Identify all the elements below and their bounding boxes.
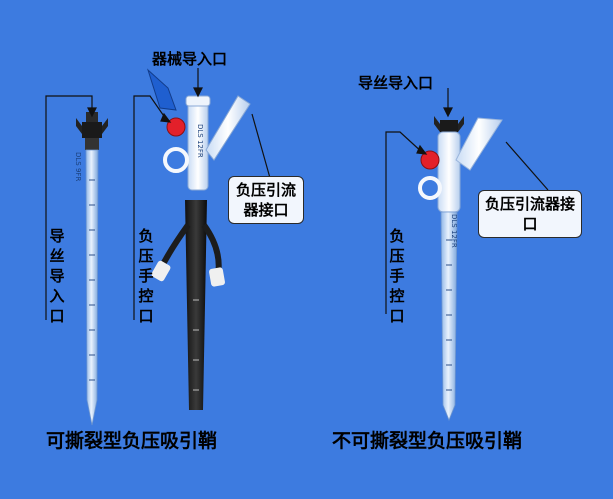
dilator-hub-icon [76, 112, 108, 150]
left-dilator [76, 112, 108, 426]
label-left-manual-suction: 负压手控口 [138, 227, 154, 325]
label-right-drainage-port: 负压引流器接口 [478, 190, 582, 238]
label-device-inlet: 器械导入口 [152, 50, 228, 68]
red-cap-icon [420, 150, 440, 170]
connector-icon [209, 267, 225, 287]
label-right-guidewire-inlet: 导丝导入口 [358, 74, 434, 92]
side-branch-icon [455, 117, 503, 171]
caption-right: 不可撕裂型负压吸引鞘 [332, 430, 523, 452]
blue-tear-tab-icon [146, 68, 177, 111]
printed-brand-text: DLS 12FR [450, 214, 458, 248]
right-hub-icon [434, 116, 464, 134]
printed-brand-text: DLS 9FR [74, 152, 82, 182]
ring-tab-icon [163, 147, 189, 173]
right-sheath [418, 116, 503, 422]
label-left-drainage-port: 负压引流器接口 [228, 176, 304, 224]
label-right-manual-suction: 负压手控口 [389, 227, 405, 325]
ring-tab-icon [418, 176, 442, 200]
connector-icon [151, 260, 171, 282]
left-sheath [146, 68, 251, 410]
side-branch-icon [205, 95, 251, 161]
caption-left: 可撕裂型负压吸引鞘 [46, 430, 218, 452]
printed-brand-text: DLS 12FR [196, 124, 204, 158]
red-cap-icon [166, 117, 186, 137]
label-left-guidewire-inlet: 导丝导入口 [49, 227, 65, 325]
